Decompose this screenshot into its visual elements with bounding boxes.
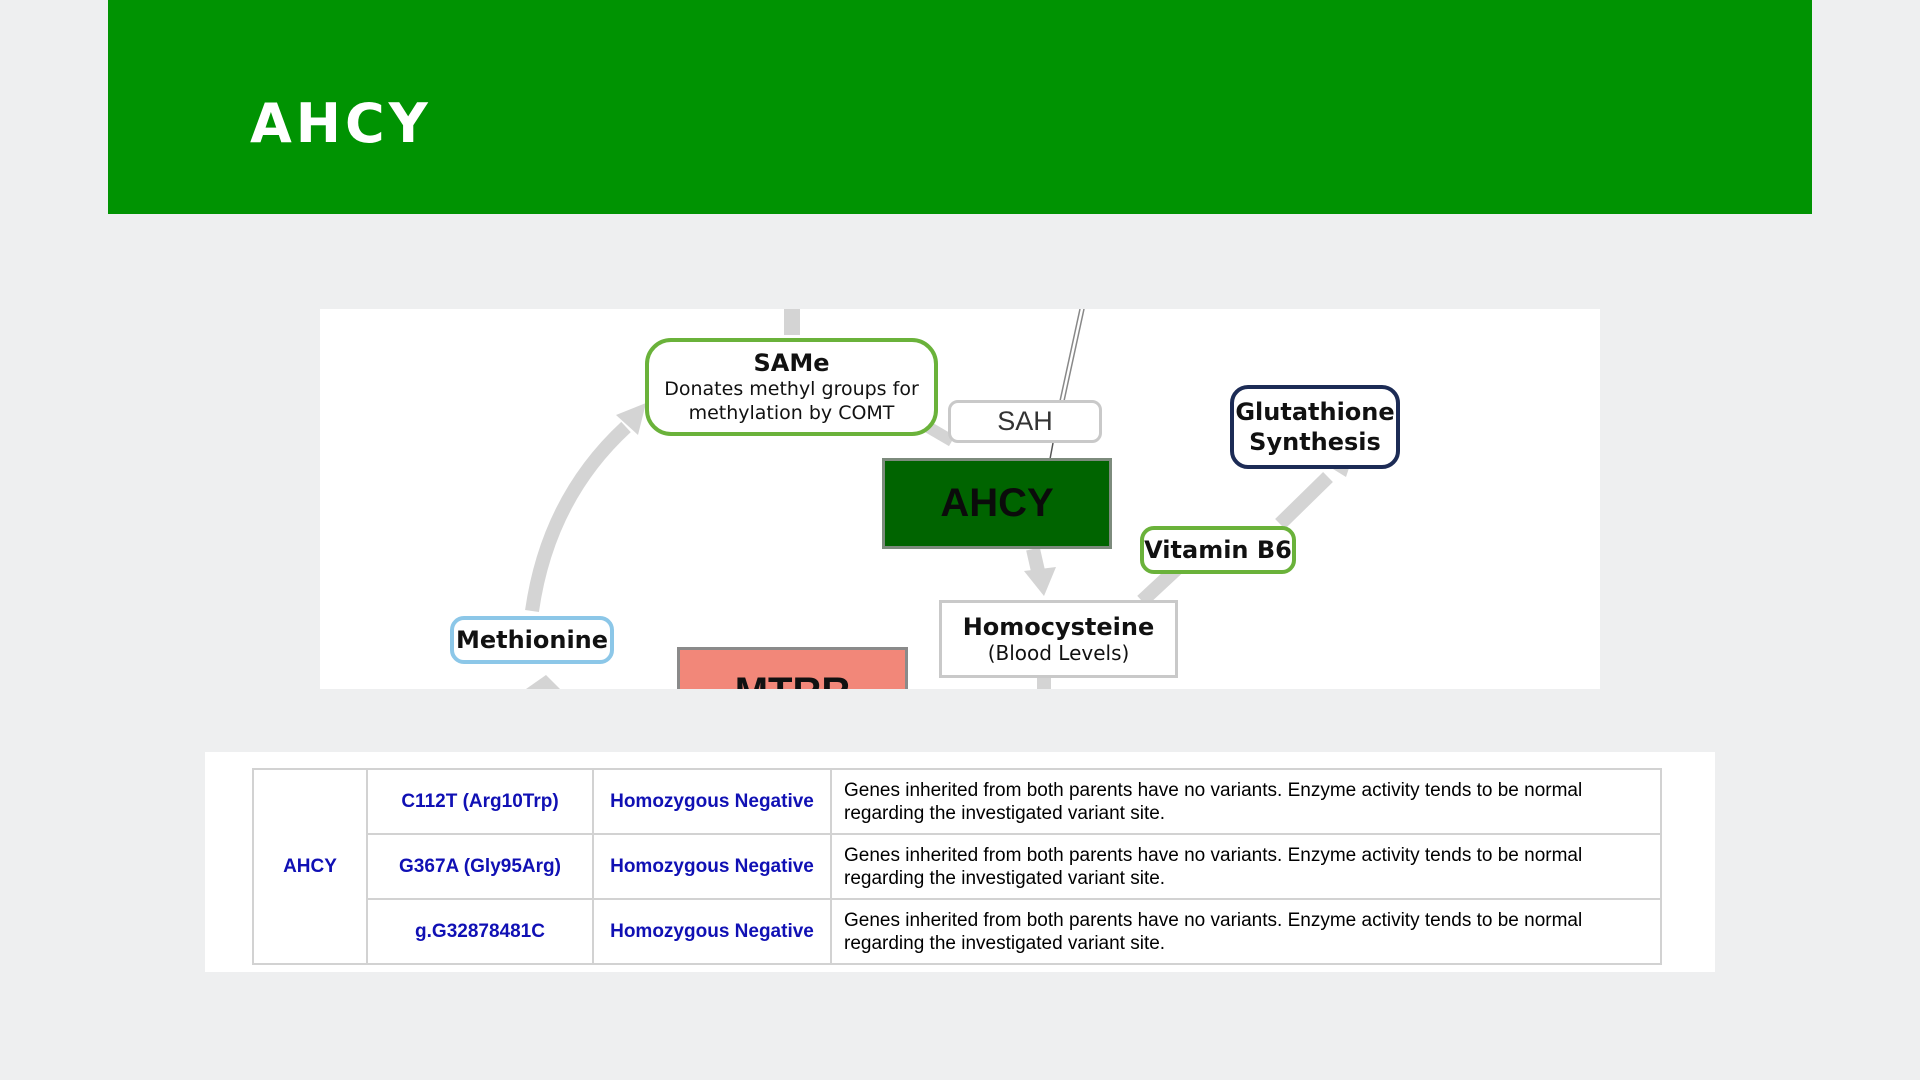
table-row: g.G32878481C Homozygous Negative Genes i… — [253, 898, 1662, 965]
result-cell: Homozygous Negative — [592, 768, 832, 835]
description-cell: Genes inherited from both parents have n… — [830, 898, 1662, 965]
node-glutathione-label: Synthesis — [1249, 428, 1381, 456]
results-table: AHCY C112T (Arg10Trp) Homozygous Negativ… — [252, 768, 1662, 965]
node-same: SAMe Donates methyl groups for methylati… — [645, 338, 938, 436]
result-cell: Homozygous Negative — [592, 898, 832, 965]
node-mtrr: MTRR — [677, 647, 908, 689]
node-ahcy-label: AHCY — [940, 481, 1054, 525]
results-panel: AHCY C112T (Arg10Trp) Homozygous Negativ… — [205, 752, 1715, 972]
node-homocysteine: Homocysteine (Blood Levels) — [939, 600, 1178, 678]
variant-cell: g.G32878481C — [366, 898, 594, 965]
description-cell: Genes inherited from both parents have n… — [830, 833, 1662, 900]
node-homocysteine-title: Homocysteine — [962, 613, 1155, 641]
node-same-title: SAMe — [753, 348, 830, 377]
node-same-desc: methylation by COMT — [688, 401, 895, 424]
connector-line — [1049, 442, 1054, 460]
node-homocysteine-sub: (Blood Levels) — [987, 641, 1130, 665]
table-row: AHCY C112T (Arg10Trp) Homozygous Negativ… — [252, 768, 1662, 965]
arrow-same-to-sah — [924, 421, 956, 447]
title-banner: AHCY — [108, 0, 1812, 214]
page-title: AHCY — [250, 92, 432, 155]
gene-cell: AHCY — [252, 768, 368, 965]
arrow-methionine-to-same — [525, 421, 631, 612]
node-mtrr-label: MTRR — [735, 670, 851, 689]
pathway-diagram: SAMe Donates methyl groups for methylati… — [320, 309, 1600, 689]
description-cell: Genes inherited from both parents have n… — [830, 768, 1662, 835]
node-methionine: Methionine — [450, 616, 614, 664]
arrow-methionine-bottom — [526, 675, 560, 689]
pathway-arrows — [525, 309, 1354, 689]
table-row: G367A (Gly95Arg) Homozygous Negative Gen… — [253, 833, 1662, 900]
node-ahcy: AHCY — [882, 458, 1112, 549]
node-sah: SAH — [948, 400, 1102, 443]
connector-line — [1059, 309, 1081, 402]
arrowhead-homocysteine — [1024, 567, 1056, 596]
arrow-ahcy-to-homocysteine — [1026, 547, 1045, 573]
node-glutathione-synthesis: Glutathione Synthesis — [1230, 385, 1400, 469]
node-glutathione-label: Glutathione — [1235, 398, 1395, 426]
arrowhead-same — [616, 403, 646, 435]
connector-line — [1063, 309, 1085, 402]
variant-cell: C112T (Arg10Trp) — [366, 768, 594, 835]
arrow-top-stub — [784, 309, 800, 335]
result-cell: Homozygous Negative — [592, 833, 832, 900]
variant-cell: G367A (Gly95Arg) — [366, 833, 594, 900]
arrow-bottom-stub — [1037, 678, 1051, 689]
node-same-desc: Donates methyl groups for — [664, 377, 919, 400]
node-vitamin-b6: Vitamin B6 — [1140, 526, 1296, 574]
